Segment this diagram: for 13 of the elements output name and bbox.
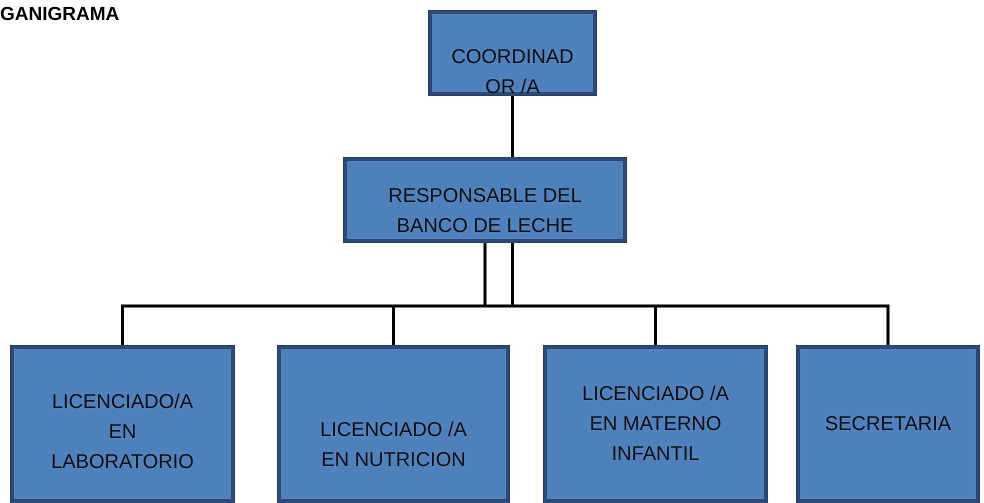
box-label: COORDINAD OR /A [450,45,575,100]
box-label: SECRETARIA [824,412,952,437]
org-box [343,157,627,243]
box-label: RESPONSABLE DEL BANCO DE LECHE [387,184,583,239]
org-box [428,10,597,96]
box-label: LICENCIADO /A EN MATERNO INFANTIL [581,382,730,467]
org-box [10,345,235,503]
box-label: LICENCIADO/A EN LABORATORIO [50,390,195,475]
org-box [543,345,768,503]
org-box [277,345,510,503]
org-box [796,345,980,503]
box-label: LICENCIADO /A EN NUTRICION [319,418,468,473]
chart-title: GANIGRAMA [0,4,120,26]
